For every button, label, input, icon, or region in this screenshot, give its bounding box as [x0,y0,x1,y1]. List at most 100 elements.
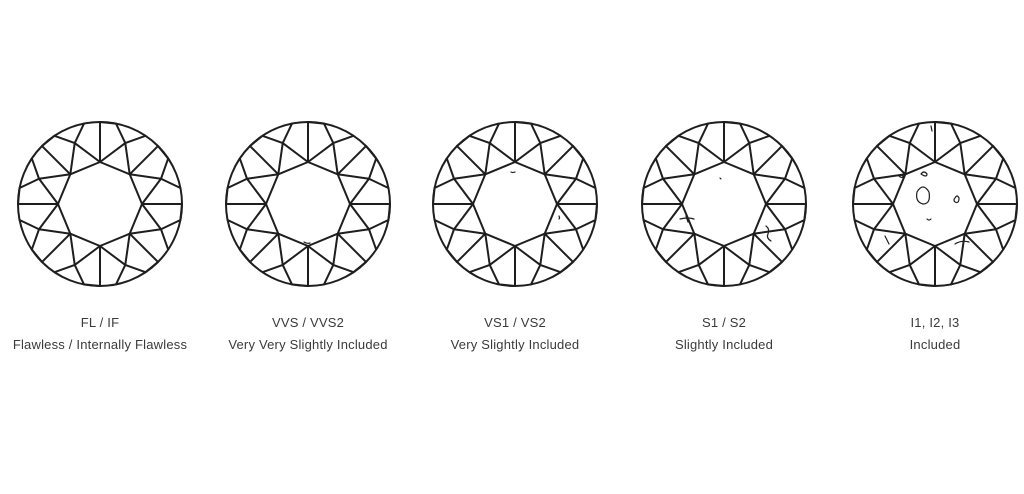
grade-caption: VVS / VVS2 Very Very Slightly Included [208,312,408,356]
facet-line [783,177,806,189]
facet-line [281,122,293,145]
facet-line [246,228,280,235]
facet-line [642,219,665,231]
grade-code: I1, I2, I3 [910,315,960,330]
facet-line [472,173,487,205]
facet-line [934,121,952,125]
facet-line [681,203,696,235]
facet-line [963,232,994,263]
inclusion-mark [953,195,960,204]
facet-line [323,122,335,145]
facet-line [38,203,59,231]
grade-code: VVS / VVS2 [271,315,345,330]
facet-line [514,232,546,247]
inclusion-mark [920,171,928,177]
facet-line [364,145,378,160]
grade-vvs: VVS / VVS2 Very Very Slightly Included [208,118,408,358]
facet-line [876,232,907,263]
facet-line [336,173,370,180]
facet-line [141,203,162,231]
facet-line [752,228,786,235]
facet-line [723,245,751,266]
facet-line [38,173,72,180]
facet-line [654,248,668,263]
facet-line [873,203,894,231]
facet-line [69,161,101,176]
facet-line [73,142,101,163]
facet-line [677,134,700,145]
facet-line [307,245,335,266]
grade-included: I1, I2, I3 Included [835,118,1024,358]
facet-line [654,157,665,180]
facet-line [677,263,700,274]
grade-name: Included [909,337,961,352]
grade-caption: S1 / S2 Slightly Included [624,312,824,356]
facet-line [908,122,920,145]
facet-line [156,145,170,160]
facet-line [892,173,907,205]
facet-line [783,157,794,180]
facet-line [908,263,920,286]
inclusion-mark [930,125,933,132]
facet-line [853,177,876,189]
facet-line [934,232,966,247]
facet-line [723,232,755,247]
facet-line [472,203,487,235]
facet-line [783,219,806,231]
facet-line [249,134,264,148]
facet-line [994,177,1017,189]
facet-line [30,248,44,263]
facet-line [468,263,491,274]
facet-line [641,187,645,205]
facet-line [752,173,786,180]
facet-line [349,203,370,231]
facet-line [539,134,562,145]
facet-line [963,173,978,205]
facet-line [530,122,542,145]
inclusion-mark [765,225,772,242]
facet-line [53,263,76,274]
facet-line [748,142,755,176]
facet-line [574,157,585,180]
grade-code: VS1 / VS2 [484,315,546,330]
facet-line [445,157,456,180]
facet-line [336,228,370,235]
facet-line [57,173,72,205]
inclusion-mark [916,186,930,205]
facet-line [453,203,474,231]
grade-name: Flawless / Internally Flawless [12,337,188,352]
facet-line [265,203,280,235]
diamond-icon [852,121,1018,287]
facet-line [976,203,997,231]
facet-line [876,134,891,148]
grade-name: Slightly Included [674,337,774,352]
facet-line [238,228,249,251]
facet-line [73,263,85,286]
facet-line [594,203,598,221]
diamond-icon [641,121,807,287]
facet-line [291,283,309,287]
facet-line [17,187,21,205]
facet-line [349,177,370,205]
facet-line [723,142,751,163]
facet-line [950,122,962,145]
facet-line [433,219,456,231]
facet-line [261,134,284,145]
facet-line [697,142,725,163]
facet-line [888,134,911,145]
inclusion-mark [679,215,695,223]
facet-line [307,121,325,125]
inclusion-mark [898,174,904,179]
facet-line [432,187,436,205]
facet-line [904,232,911,266]
facet-line [543,232,574,263]
facet-line [853,219,876,231]
facet-line [277,142,284,176]
facet-line [261,263,284,274]
facet-line [456,145,487,176]
facet-line [159,228,170,251]
facet-line [693,161,725,176]
facet-line [69,232,76,266]
facet-line [950,263,962,286]
facet-line [748,263,771,274]
